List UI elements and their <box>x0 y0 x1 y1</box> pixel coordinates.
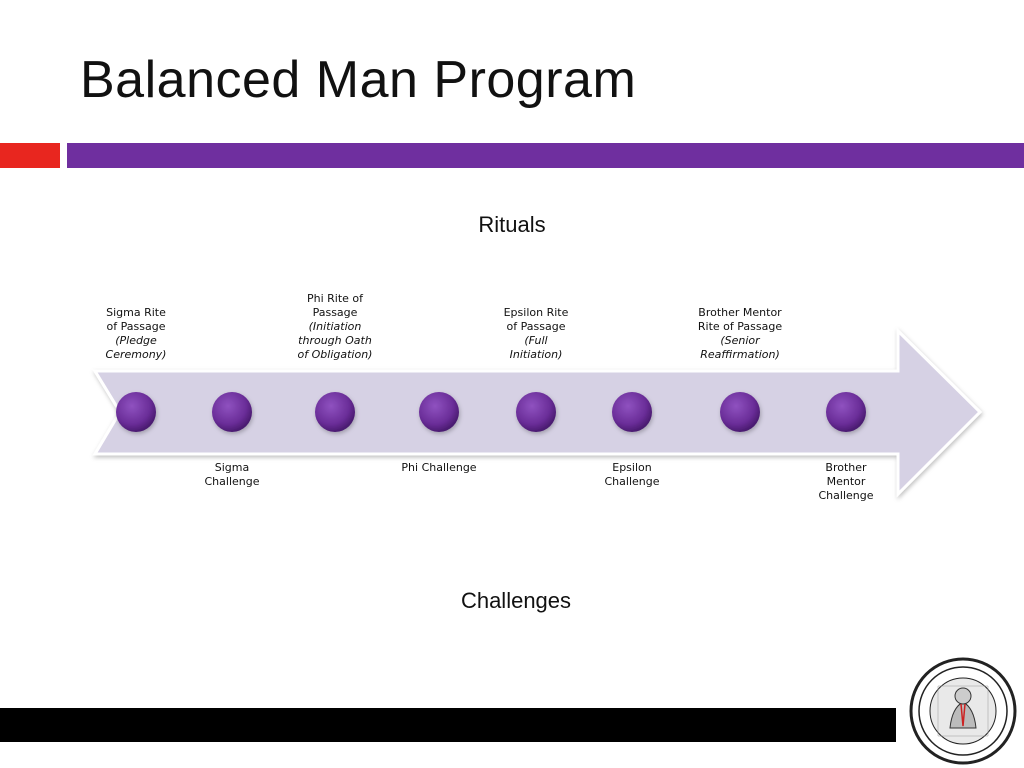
label-line: Brother Mentor <box>698 306 782 319</box>
label-line-italic: (Full <box>524 334 548 347</box>
label-line: of Passage <box>106 320 166 333</box>
rituals-heading: Rituals <box>478 212 546 237</box>
label-line-italic: (Initiation <box>308 320 362 333</box>
label-line: Rite of Passage <box>697 320 783 333</box>
timeline-node-2 <box>212 392 252 432</box>
timeline-node-5 <box>516 392 556 432</box>
label-line: Phi Rite of <box>306 292 364 305</box>
challenges-heading: Challenges <box>460 588 572 613</box>
label-line: Sigma <box>214 461 250 474</box>
timeline-node-8 <box>826 392 866 432</box>
label-line: Phi Challenge <box>401 461 477 474</box>
label-line: Mentor <box>826 475 866 488</box>
label-line: of Passage <box>506 320 566 333</box>
label-line: Epsilon <box>612 461 652 474</box>
label-line: Sigma Rite <box>106 306 166 319</box>
label-line: Challenge <box>604 475 660 488</box>
balanced-man-seal-icon <box>909 657 1017 765</box>
timeline-node-1 <box>116 392 156 432</box>
challenge-label-2: Phi Challenge <box>384 461 494 475</box>
label-line: Epsilon Rite <box>503 306 569 319</box>
timeline-node-7 <box>720 392 760 432</box>
label-line-italic: through Oath <box>298 334 372 347</box>
label-line-italic: Ceremony) <box>105 348 167 361</box>
footer-bar <box>0 708 896 742</box>
accent-bar-red <box>0 143 60 168</box>
label-line-italic: (Senior <box>720 334 760 347</box>
label-line-italic: (Pledge <box>115 334 157 347</box>
label-line: Passage <box>312 306 358 319</box>
label-line-italic: Reaffirmation) <box>700 348 780 361</box>
label-line: Challenge <box>818 489 874 502</box>
label-line-italic: Initiation) <box>509 348 563 361</box>
timeline-node-4 <box>419 392 459 432</box>
label-line-italic: of Obligation) <box>297 348 373 361</box>
timeline-nodes <box>116 392 866 432</box>
timeline-node-3 <box>315 392 355 432</box>
slide-title: Balanced Man Program <box>80 51 637 109</box>
label-line: Challenge <box>204 475 260 488</box>
timeline-node-6 <box>612 392 652 432</box>
label-line: Brother <box>825 461 867 474</box>
accent-bar-purple <box>67 143 1024 168</box>
